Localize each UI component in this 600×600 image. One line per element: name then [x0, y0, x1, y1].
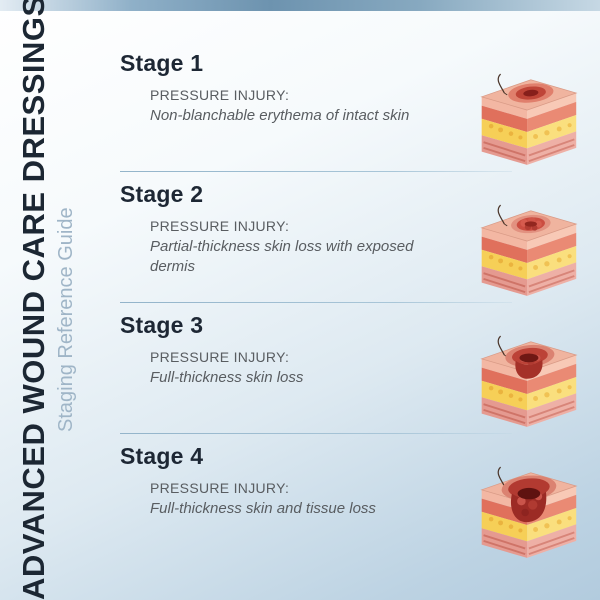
stage-description: Full-thickness skin and tissue loss	[150, 500, 376, 517]
stage-4-section: Stage 4 PRESSURE INJURY: Full-thickness …	[120, 439, 582, 559]
page-subtitle: Staging Reference Guide	[55, 207, 77, 432]
stage-title: Stage 4	[120, 443, 204, 469]
stage-4-text: Stage 4 PRESSURE INJURY: Full-thickness …	[120, 439, 476, 559]
page-title: ADVANCED WOUND CARE DRESSINGS	[16, 0, 51, 600]
pressure-injury-label: PRESSURE INJURY:	[150, 218, 290, 234]
stage-title: Stage 3	[120, 312, 204, 338]
vertical-header: ADVANCED WOUND CARE DRESSINGS Staging Re…	[16, 0, 100, 600]
stage-title: Stage 1	[120, 50, 204, 76]
pressure-injury-label: PRESSURE INJURY:	[150, 480, 290, 496]
stage-description: Partial-thickness skin loss with exposed…	[150, 238, 414, 276]
stage-2-section: Stage 2 PRESSURE INJURY: Partial-thickne…	[120, 177, 582, 297]
stages-list: Stage 1 PRESSURE INJURY: Non-blanchable …	[120, 46, 582, 559]
stage-description: Full-thickness skin loss	[150, 369, 304, 386]
stage-2-text: Stage 2 PRESSURE INJURY: Partial-thickne…	[120, 177, 476, 297]
skin-cross-section-stage-2-icon	[476, 203, 582, 297]
stage-description: Non-blanchable erythema of intact skin	[150, 107, 410, 124]
stage-title: Stage 2	[120, 181, 204, 207]
section-divider	[120, 171, 512, 172]
pressure-injury-label: PRESSURE INJURY:	[150, 349, 290, 365]
top-gradient-bar	[0, 0, 600, 11]
stage-1-text: Stage 1 PRESSURE INJURY: Non-blanchable …	[120, 46, 476, 166]
skin-cross-section-stage-4-icon	[476, 465, 582, 559]
section-divider	[120, 302, 512, 303]
skin-cross-section-stage-1-icon	[476, 72, 582, 166]
stage-1-section: Stage 1 PRESSURE INJURY: Non-blanchable …	[120, 46, 582, 166]
pressure-injury-label: PRESSURE INJURY:	[150, 87, 290, 103]
stage-3-section: Stage 3 PRESSURE INJURY: Full-thickness …	[120, 308, 582, 428]
stage-3-text: Stage 3 PRESSURE INJURY: Full-thickness …	[120, 308, 476, 428]
section-divider	[120, 433, 512, 434]
skin-cross-section-stage-3-icon	[476, 334, 582, 428]
